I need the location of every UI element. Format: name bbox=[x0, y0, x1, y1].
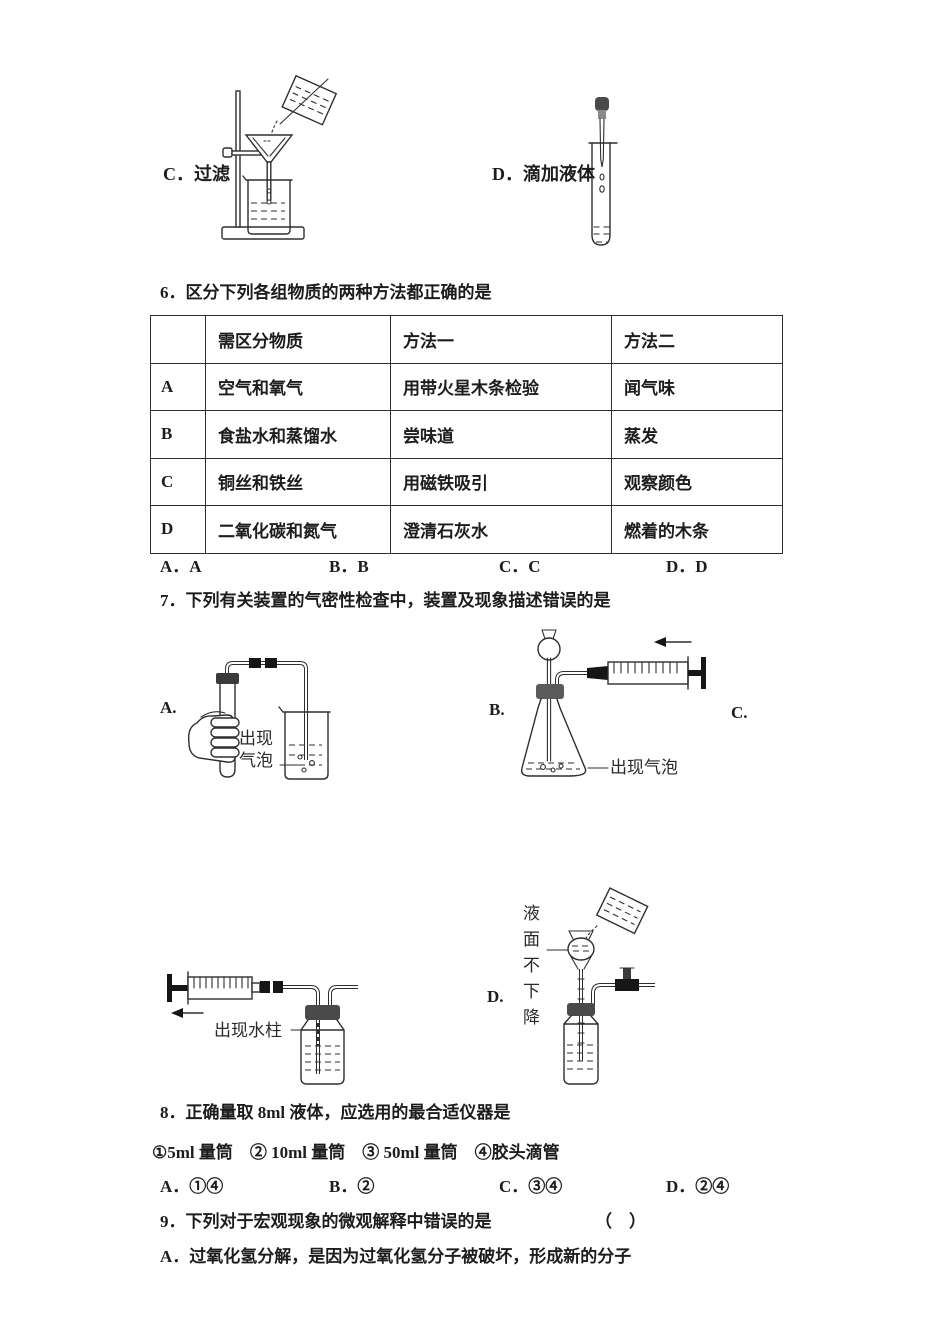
q6-row-method2: 观察颜色 bbox=[611, 457, 783, 506]
q8-option-c: C．③④ bbox=[499, 1177, 563, 1196]
q6-table-header-row: 需区分物质 方法一 方法二 bbox=[150, 315, 783, 364]
q6-header-substance: 需区分物质 bbox=[205, 315, 391, 364]
rubber-stopper bbox=[305, 1005, 340, 1020]
test-tube bbox=[216, 673, 239, 778]
pour-stream bbox=[270, 120, 278, 137]
q6-row-substance: 食盐水和蒸馏水 bbox=[205, 410, 391, 459]
airtightness-b-diagram bbox=[520, 629, 706, 777]
option-c-filtration-label: C．过滤 bbox=[163, 164, 230, 184]
q7a-bubbles-annotation: 出现 气泡 bbox=[239, 729, 273, 770]
iron-stand bbox=[221, 90, 305, 240]
q7-stem: 7．下列有关装置的气密性检查中，装置及现象描述错误的是 bbox=[160, 591, 611, 610]
stopcock bbox=[249, 658, 261, 668]
q6-header-method2: 方法二 bbox=[611, 315, 783, 364]
erlenmeyer-flask bbox=[520, 698, 587, 777]
dropper-diagram bbox=[588, 97, 618, 246]
q6-row-method2: 燃着的木条 bbox=[611, 505, 783, 554]
rubber-bulb-dropper bbox=[595, 97, 609, 168]
q6-header-method1: 方法一 bbox=[390, 315, 612, 364]
q6-row-method1: 用带火星木条检验 bbox=[390, 362, 612, 411]
arrow-left-icon bbox=[171, 1008, 204, 1018]
q6-row-key: D bbox=[150, 505, 206, 554]
table-row: A 空气和氧气 用带火星木条检验 闻气味 bbox=[150, 362, 783, 411]
q6-row-method1: 尝味道 bbox=[390, 410, 612, 459]
q8-option-b: B．② bbox=[329, 1177, 375, 1196]
bottle bbox=[563, 1015, 599, 1085]
q8-option-d: D．②④ bbox=[666, 1177, 730, 1196]
q9-answer-bracket: （ ） bbox=[595, 1212, 646, 1231]
q6-row-method1: 用磁铁吸引 bbox=[390, 457, 612, 506]
pouring-beaker bbox=[595, 887, 649, 935]
receiving-beaker bbox=[242, 175, 293, 235]
pouring-beaker bbox=[281, 74, 338, 126]
q7-label-a: A. bbox=[160, 698, 177, 717]
arrow-left-icon bbox=[654, 637, 692, 647]
q6-header-blank bbox=[150, 315, 206, 364]
q6-row-key: C bbox=[150, 457, 206, 506]
q7b-bubbles-annotation: 出现气泡 bbox=[610, 758, 678, 777]
table-row: D 二氧化碳和氮气 澄清石灰水 燃着的木条 bbox=[150, 505, 783, 554]
table-row: B 食盐水和蒸馏水 尝味道 蒸发 bbox=[150, 410, 783, 459]
option-d-dropper-label: D．滴加液体 bbox=[492, 164, 595, 184]
test-tube bbox=[588, 142, 618, 246]
q8-option-a: A．①④ bbox=[160, 1177, 224, 1196]
syringe bbox=[167, 971, 261, 1005]
q6-table: 需区分物质 方法一 方法二 A 空气和氧气 用带火星木条检验 闻气味 B 食盐水… bbox=[150, 315, 783, 554]
filtration-diagram bbox=[221, 74, 338, 240]
q6-row-substance: 空气和氧气 bbox=[205, 362, 391, 411]
q6-row-method2: 闻气味 bbox=[611, 362, 783, 411]
q6-row-substance: 二氧化碳和氮气 bbox=[205, 505, 391, 554]
q9-stem: 9．下列对于宏观现象的微观解释中错误的是 bbox=[160, 1212, 492, 1231]
q6-row-key: A bbox=[150, 362, 206, 411]
q6-stem: 6．区分下列各组物质的两种方法都正确的是 bbox=[160, 283, 492, 302]
rubber-stopper bbox=[536, 684, 564, 699]
airtightness-d-diagram bbox=[546, 887, 655, 1085]
thistle-funnel bbox=[537, 629, 561, 762]
table-row: C 铜丝和铁丝 用磁铁吸引 观察颜色 bbox=[150, 457, 783, 506]
glass-rod bbox=[279, 78, 329, 125]
q6-option-b: B．B bbox=[329, 557, 369, 576]
q7-label-b: B. bbox=[489, 700, 505, 719]
hand bbox=[187, 711, 240, 763]
funnel bbox=[244, 134, 294, 201]
syringe bbox=[587, 656, 706, 690]
q8-instrument-list: ①5ml 量筒 ② 10ml 量筒 ③ 50ml 量筒 ④胶头滴管 bbox=[152, 1143, 560, 1162]
q9-option-a: A．过氧化氢分解，是因为过氧化氢分子被破坏，形成新的分子 bbox=[160, 1247, 632, 1266]
q7-label-c: C. bbox=[731, 703, 748, 722]
airtightness-c-diagram bbox=[167, 971, 358, 1085]
airtightness-a-diagram bbox=[187, 658, 331, 780]
q7-label-d: D. bbox=[487, 987, 504, 1006]
funnel-bulb bbox=[567, 930, 595, 1061]
pinch-clamp bbox=[615, 967, 639, 991]
q6-row-substance: 铜丝和铁丝 bbox=[205, 457, 391, 506]
beaker-with-water bbox=[278, 706, 331, 780]
q6-row-method2: 蒸发 bbox=[611, 410, 783, 459]
q7d-liquid-level-annotation: 液面不下降 bbox=[520, 904, 539, 1034]
q6-option-a: A．A bbox=[160, 557, 202, 576]
rubber-stopper bbox=[567, 1003, 595, 1016]
q7c-water-column-annotation: 出现水柱 bbox=[214, 1021, 282, 1040]
q6-row-method1: 澄清石灰水 bbox=[390, 505, 612, 554]
q6-option-c: C．C bbox=[499, 557, 541, 576]
q6-row-key: B bbox=[150, 410, 206, 459]
pour-stream bbox=[585, 925, 598, 939]
q8-stem: 8．正确量取 8ml 液体，应选用的最合适仪器是 bbox=[160, 1103, 511, 1122]
q6-option-d: D．D bbox=[666, 557, 708, 576]
